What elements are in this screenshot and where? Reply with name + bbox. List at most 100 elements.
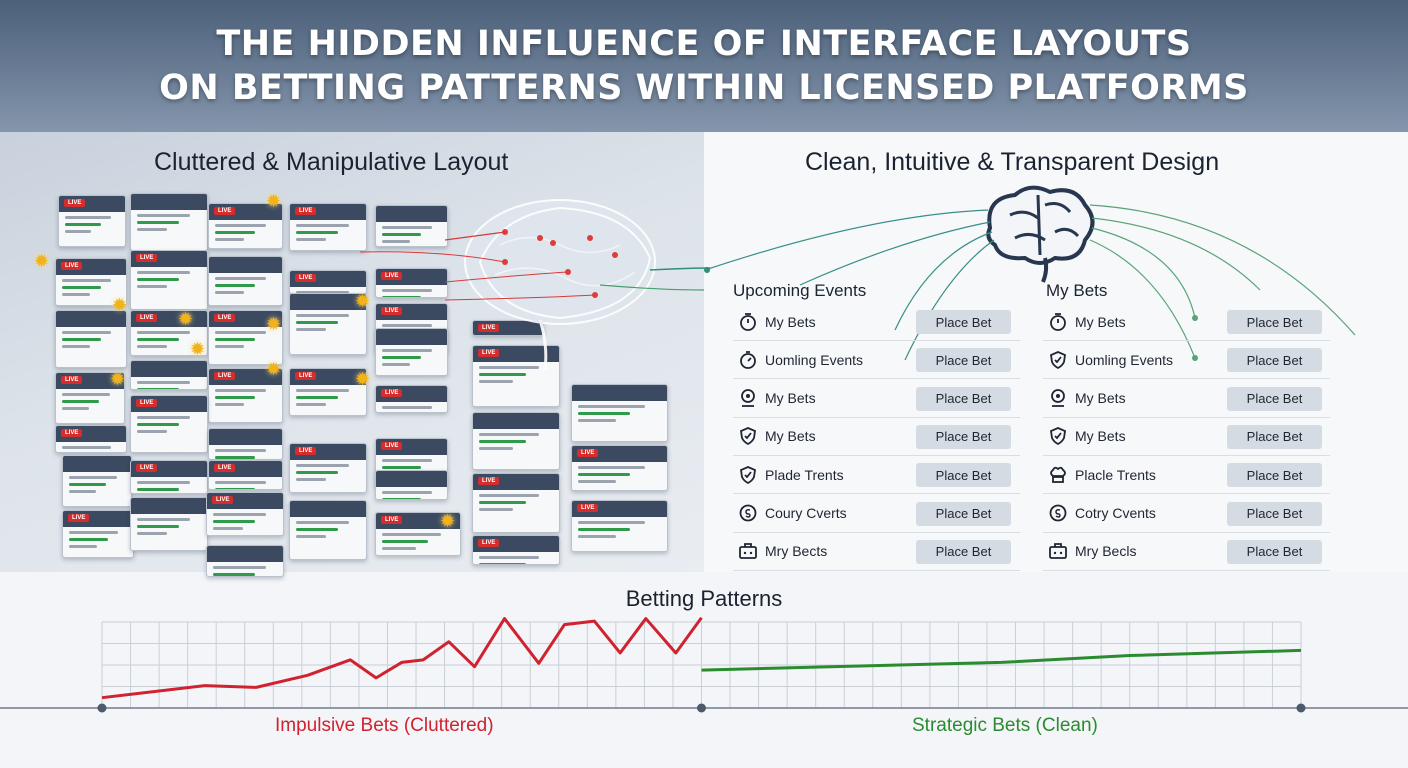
promo-card[interactable] — [375, 328, 448, 376]
promo-card[interactable]: LIVE — [571, 445, 668, 491]
card-text-line — [215, 345, 245, 348]
live-badge: LIVE — [295, 207, 317, 215]
bet-row-label: Mry Bects — [765, 543, 828, 560]
upcoming-events-heading: Upcoming Events — [733, 281, 867, 300]
place-bet-button[interactable]: Place Bet — [916, 348, 1011, 373]
place-bet-button[interactable]: Place Bet — [916, 424, 1011, 449]
card-text-line — [215, 449, 267, 452]
promo-card[interactable] — [289, 293, 367, 355]
axis-marker-dot — [1296, 703, 1306, 713]
card-text-line — [479, 447, 514, 450]
live-badge: LIVE — [381, 272, 403, 280]
promo-card[interactable]: LIVE — [375, 385, 448, 413]
card-text-line — [137, 285, 168, 288]
promo-card[interactable]: LIVE — [472, 535, 560, 565]
promo-card[interactable] — [375, 205, 448, 247]
card-text-line — [215, 291, 245, 294]
promo-card[interactable]: LIVE — [289, 443, 367, 493]
card-text-line — [382, 289, 432, 292]
promo-card[interactable]: LIVE — [208, 310, 283, 365]
promo-card[interactable]: LIVE — [208, 203, 283, 249]
place-bet-button[interactable]: Place Bet — [1227, 348, 1322, 373]
place-bet-button[interactable]: Place Bet — [1227, 424, 1322, 449]
promo-card[interactable] — [130, 497, 208, 551]
shield-check-icon — [737, 464, 759, 486]
place-bet-button[interactable]: Place Bet — [1227, 310, 1322, 334]
card-text-line — [479, 440, 527, 443]
card-text-line — [215, 403, 245, 406]
promo-card[interactable]: LIVE — [130, 460, 208, 494]
promo-card[interactable] — [130, 360, 208, 390]
card-header: LIVE — [376, 513, 460, 529]
shield-check-icon — [737, 425, 759, 447]
promo-card[interactable] — [472, 412, 560, 470]
live-badge: LIVE — [478, 349, 500, 357]
promo-card[interactable]: LIVE — [130, 310, 208, 356]
card-header — [376, 329, 447, 345]
promo-card[interactable]: LIVE — [472, 473, 560, 533]
promo-card[interactable]: LIVE — [375, 512, 461, 556]
promo-card[interactable]: LIVE — [472, 320, 544, 336]
promo-card[interactable]: LIVE — [206, 492, 284, 536]
shield-check-icon — [1047, 349, 1069, 371]
card-header — [63, 456, 131, 472]
promo-card[interactable]: LIVE — [472, 345, 560, 407]
card-text-line — [137, 481, 191, 484]
promo-card[interactable] — [62, 455, 132, 507]
promo-card[interactable]: LIVE — [289, 270, 367, 294]
place-bet-button[interactable]: Place Bet — [916, 386, 1011, 411]
card-header — [290, 294, 366, 310]
place-bet-button[interactable]: Place Bet — [916, 501, 1011, 526]
card-text-line — [382, 533, 441, 536]
card-text-line — [137, 423, 179, 426]
promo-card[interactable]: LIVE — [62, 510, 134, 558]
promo-card[interactable]: LIVE — [208, 368, 283, 423]
promo-card[interactable]: LIVE — [289, 368, 367, 416]
card-header: LIVE — [131, 396, 207, 412]
promo-card[interactable]: LIVE — [208, 460, 283, 490]
user-pin-icon — [737, 387, 759, 409]
legend-impulsive: Impulsive Bets (Cluttered) — [275, 715, 494, 736]
promo-card[interactable] — [289, 500, 367, 560]
card-text-line — [62, 393, 110, 396]
card-text-line — [382, 296, 422, 297]
promo-card[interactable] — [208, 428, 283, 460]
promo-card[interactable]: LIVE — [55, 258, 127, 306]
sparkle-icon: ✹ — [34, 251, 50, 271]
promo-card[interactable] — [375, 470, 448, 500]
promo-card[interactable]: LIVE — [130, 250, 208, 310]
card-text-line — [296, 231, 338, 234]
promo-card[interactable]: LIVE — [55, 372, 125, 424]
card-header: LIVE — [473, 474, 559, 490]
card-text-line — [213, 573, 255, 576]
place-bet-button[interactable]: Place Bet — [916, 463, 1011, 488]
bet-row-label: Placle Trents — [1075, 466, 1156, 483]
promo-card[interactable] — [130, 193, 208, 251]
promo-card[interactable] — [208, 256, 283, 306]
sparkle-icon: ✹ — [110, 369, 126, 389]
promo-card[interactable]: LIVE — [130, 395, 208, 453]
promo-card[interactable]: LIVE — [571, 500, 668, 552]
card-header — [207, 546, 283, 562]
promo-card[interactable]: LIVE — [375, 268, 448, 298]
card-text-line — [137, 214, 191, 217]
promo-card[interactable] — [55, 310, 127, 368]
place-bet-button[interactable]: Place Bet — [1227, 539, 1322, 564]
card-text-line — [69, 490, 97, 493]
card-text-line — [137, 416, 191, 419]
place-bet-button[interactable]: Place Bet — [916, 310, 1011, 334]
place-bet-button[interactable]: Place Bet — [1227, 386, 1322, 411]
promo-card[interactable]: LIVE — [55, 425, 127, 453]
promo-card[interactable]: LIVE — [58, 195, 126, 247]
card-header: LIVE — [376, 439, 447, 455]
coin-icon — [737, 502, 759, 524]
place-bet-button[interactable]: Place Bet — [1227, 463, 1322, 488]
card-text-line — [296, 224, 350, 227]
promo-card[interactable] — [571, 384, 668, 442]
card-text-line — [137, 518, 191, 521]
place-bet-button[interactable]: Place Bet — [916, 539, 1011, 564]
promo-card[interactable] — [206, 545, 284, 577]
promo-card[interactable]: LIVE — [289, 203, 367, 251]
place-bet-button[interactable]: Place Bet — [1227, 501, 1322, 526]
